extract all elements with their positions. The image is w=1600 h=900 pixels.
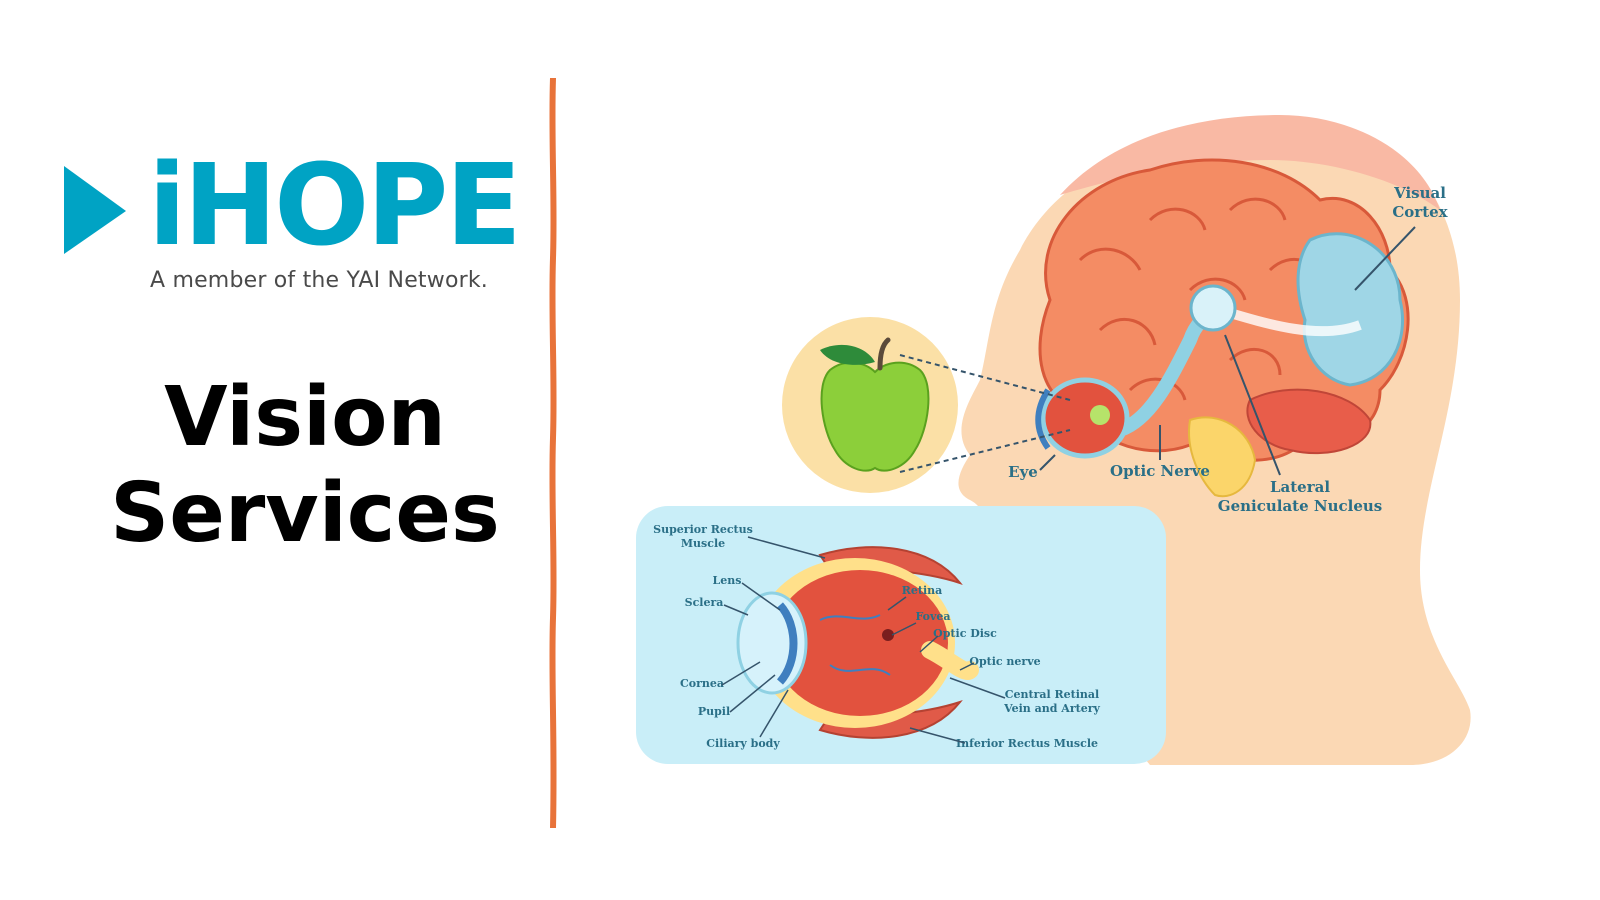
retina-layer [772,570,948,716]
label-cornea: Cornea [680,677,724,690]
fovea-dot [882,629,894,641]
brainstem [1188,416,1257,498]
hair [1060,115,1440,210]
lgn [1189,284,1237,332]
lens [776,602,798,685]
logo-play-icon [64,166,126,254]
logo-tagline: A member of the YAI Network. [150,268,488,293]
apple-stem [877,337,891,371]
label-inferior-rectus: Inferior Rectus Muscle [956,737,1098,750]
apple-leaf [820,344,875,365]
label-visual-cortex-2: Cortex [1392,203,1448,221]
label-lens: Lens [713,574,742,587]
label-superior-rectus-1: Superior Rectus [653,523,753,536]
visual-pathway-diagram: Visual Cortex Eye Optic Nerve Lateral Ge… [636,115,1471,766]
optic-radiation [1218,305,1362,337]
label-fovea: Fovea [915,610,950,623]
cerebellum [1246,388,1372,455]
label-lgn-2: Geniculate Nucleus [1218,497,1382,515]
title-line-1: Vision [164,370,446,465]
label-central-retinal-2: Vein and Artery [1003,702,1100,715]
label-central-retinal-1: Central Retinal [1005,688,1099,701]
logo-wordmark: iHOPE [148,141,522,271]
label-superior-rectus-2: Muscle [681,537,725,550]
label-optic-nerve: Optic Nerve [1110,462,1210,480]
label-optic-nerve-eye: Optic nerve [969,655,1040,668]
vessels [819,614,891,676]
label-retina: Retina [902,584,943,597]
sight-lines [899,354,1071,473]
vertical-divider [549,78,557,828]
label-ciliary-body: Ciliary body [706,737,780,750]
label-visual-cortex-1: Visual [1393,184,1446,202]
visual-cortex [1296,232,1405,387]
page-title: Vision Services [60,370,550,562]
small-eye [1040,377,1130,459]
label-eye: Eye [1008,463,1038,481]
optic-nerve-stalk [921,641,979,680]
label-optic-disc: Optic Disc [933,627,997,640]
label-pupil: Pupil [698,705,730,718]
label-lgn-1: Lateral [1270,478,1330,496]
label-sclera: Sclera [685,596,724,609]
title-line-2: Services [110,466,500,561]
apple [820,361,930,472]
